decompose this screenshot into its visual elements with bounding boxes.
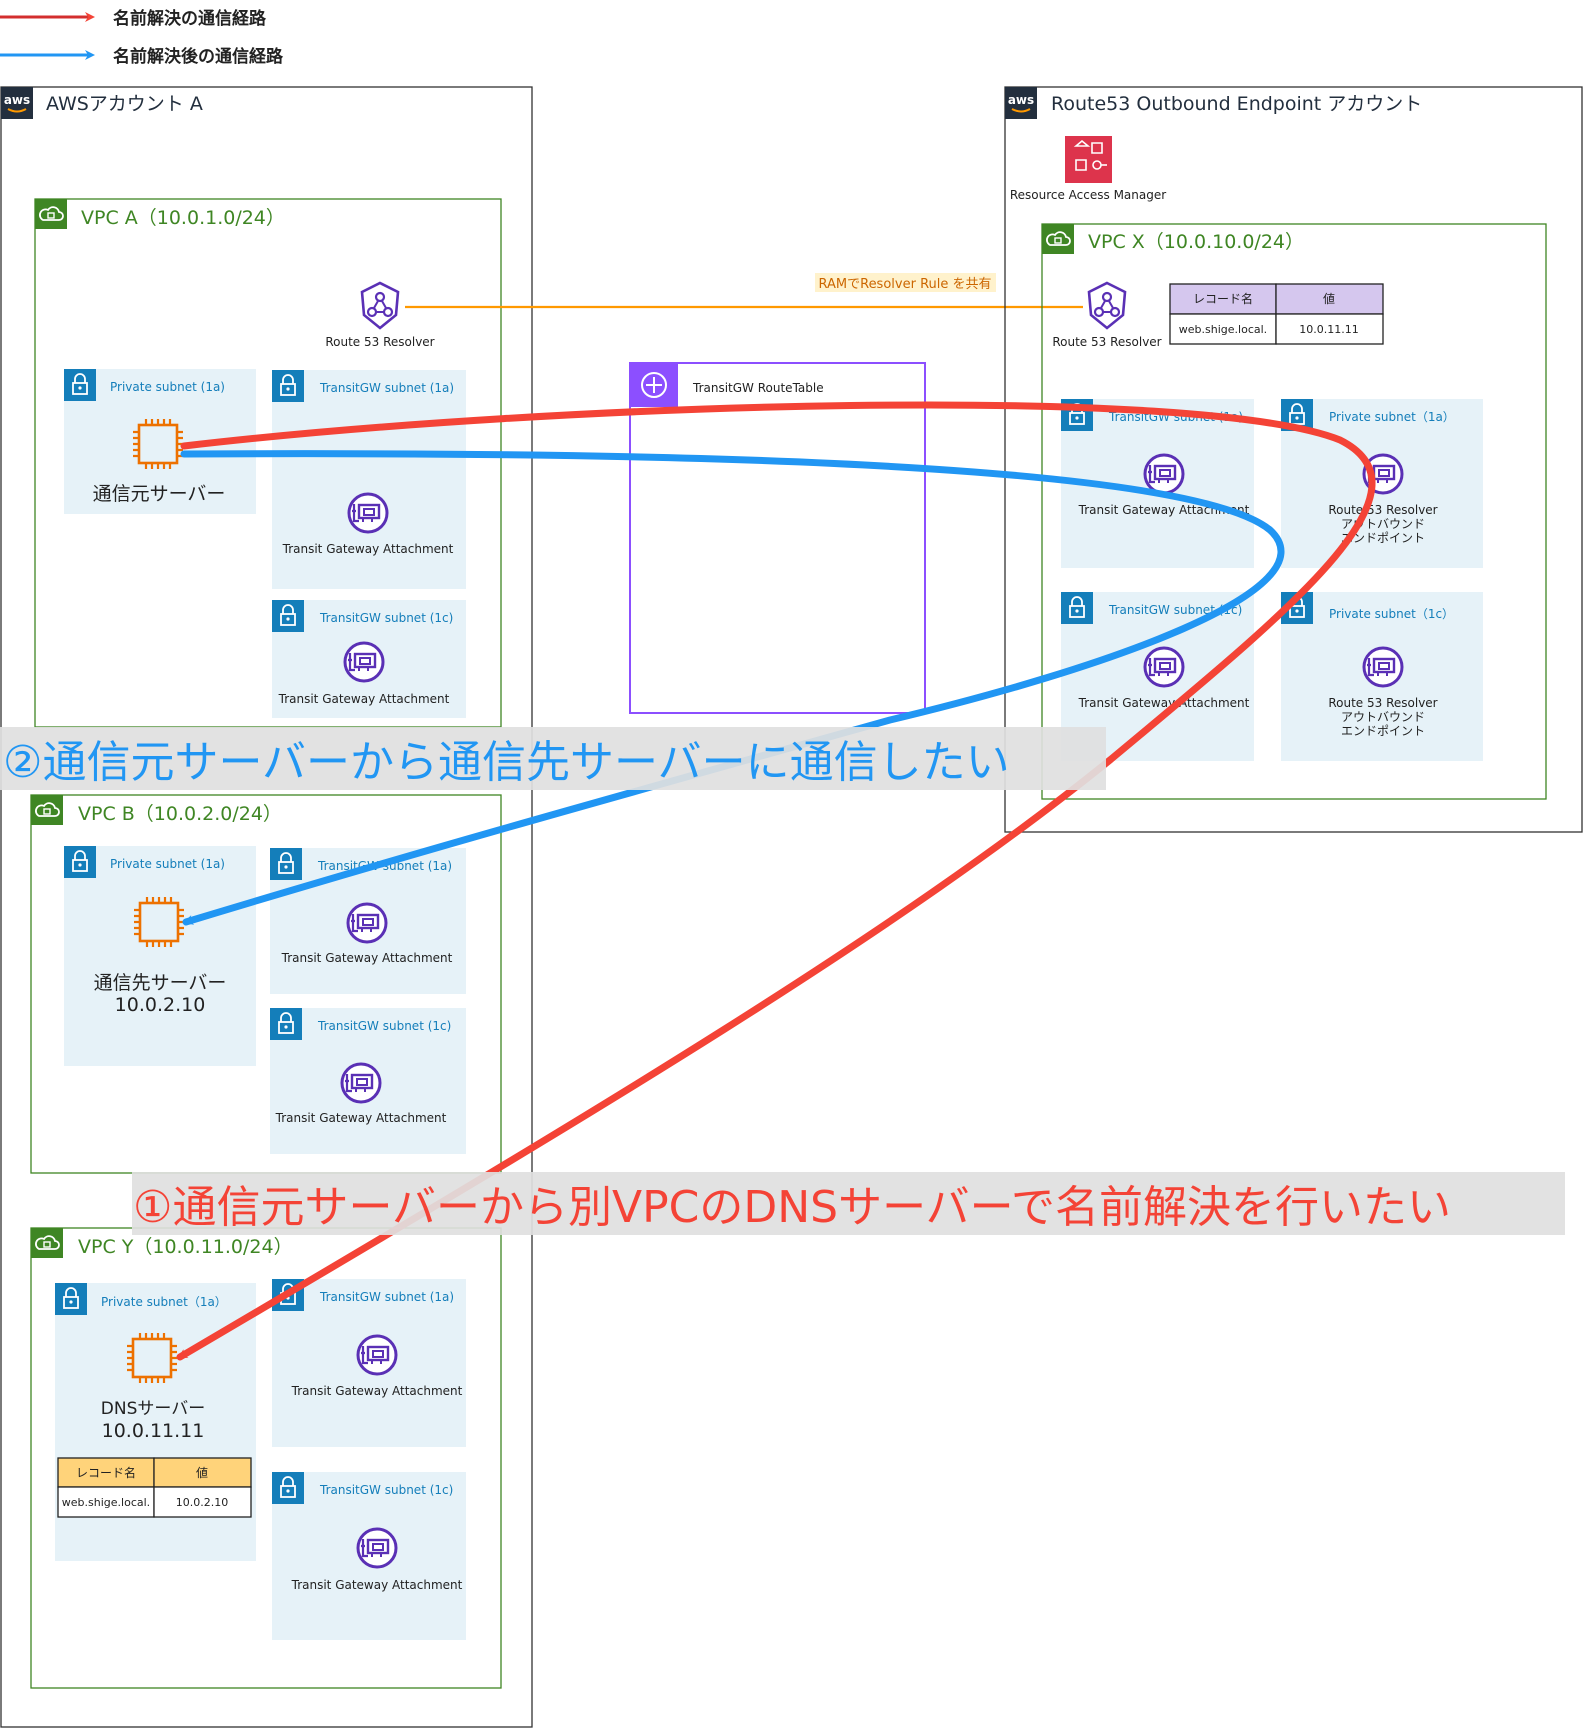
tgw-attachment-label: Transit Gateway Attachment xyxy=(281,951,453,965)
table-header-record: レコード名 xyxy=(76,1465,136,1480)
tgw-subnet-label: TransitGW subnet (1c) xyxy=(319,1483,453,1497)
private-subnet-b xyxy=(64,846,256,1066)
aws-logo-icon xyxy=(0,86,34,120)
private-subnet-label: Private subnet（1a） xyxy=(1329,410,1455,424)
transit-gateway-attachment-icon xyxy=(346,902,388,944)
transit-gateway-attachment-icon xyxy=(1143,646,1185,688)
tgw-attachment-label: Transit Gateway Attachment xyxy=(275,1111,447,1125)
transit-gateway-attachment-icon xyxy=(343,641,385,683)
caption-2-bg xyxy=(0,727,1106,790)
resolution-path xyxy=(176,401,1376,1361)
vpc-x-title: VPC X（10.0.10.0/24） xyxy=(1088,231,1304,253)
transit-gateway-attachment-icon xyxy=(347,492,389,534)
legend-label-after-resolution: 名前解決後の通信経路 xyxy=(113,46,284,67)
table-cell-value: 10.0.11.11 xyxy=(1299,323,1358,336)
endpoint-label-line2: アウトバウンド xyxy=(1341,710,1425,724)
resource-access-manager-icon xyxy=(1065,136,1112,183)
ram-share-label: RAMでResolver Rule を共有 xyxy=(819,277,992,292)
vpc-icon xyxy=(30,1227,64,1259)
route53-resolver-icon xyxy=(360,281,400,330)
destination-server-ip: 10.0.2.10 xyxy=(115,994,206,1016)
private-subnet-y-label: Private subnet（1a） xyxy=(101,1295,227,1309)
legend: 名前解決の通信経路 名前解決後の通信経路 xyxy=(0,8,284,67)
caption-2: ②通信元サーバーから通信先サーバーに通信したい xyxy=(3,737,1010,788)
dns-record-table: レコード名 値 web.shige.local. 10.0.2.10 xyxy=(57,1457,252,1518)
vpc-b-title: VPC B（10.0.2.0/24） xyxy=(78,803,282,825)
route53-resolver-icon xyxy=(1087,281,1127,330)
tgw-subnet-label: TransitGW subnet (1c) xyxy=(317,1019,451,1033)
vpc-icon xyxy=(30,794,64,826)
lock-icon xyxy=(271,1471,305,1505)
vpc-a: VPC A（10.0.1.0/24） Route 53 Resolver Pri… xyxy=(34,198,502,728)
table-header-value: 値 xyxy=(196,1465,208,1480)
endpoint-label-line3: エンドポイント xyxy=(1341,724,1425,738)
account-x: Route53 Outbound Endpoint アカウント Resource… xyxy=(1004,86,1583,833)
endpoint-label-line1: Route 53 Resolver xyxy=(1328,503,1437,517)
tgw-subnet-a-1a xyxy=(272,370,466,589)
table-cell-value: 10.0.2.10 xyxy=(176,1496,228,1509)
vpc-a-title: VPC A（10.0.1.0/24） xyxy=(81,207,285,229)
tgw-attachment-label: Transit Gateway Attachment xyxy=(1078,696,1250,710)
tgw-attachment-label: Transit Gateway Attachment xyxy=(291,1578,463,1592)
vpc-y-title: VPC Y（10.0.11.0/24） xyxy=(78,1236,293,1258)
tgw-attachment-label: Transit Gateway Attachment xyxy=(278,692,450,706)
private-subnet-a-label: Private subnet (1a) xyxy=(110,380,225,394)
transit-gateway-attachment-icon xyxy=(1143,453,1185,495)
vpc-icon xyxy=(1041,223,1075,255)
caption-1: ①通信元サーバーから別VPCのDNSサーバーで名前解決を行いたい xyxy=(133,1182,1451,1233)
tgw-attachment-label: Transit Gateway Attachment xyxy=(291,1384,463,1398)
private-subnet-b-label: Private subnet (1a) xyxy=(110,857,225,871)
table-header-record: レコード名 xyxy=(1193,291,1253,306)
lock-icon xyxy=(269,1007,303,1041)
lock-icon xyxy=(63,845,97,879)
dns-server-ip: 10.0.11.11 xyxy=(102,1420,205,1442)
vpc-x xyxy=(1041,223,1547,800)
tgw-subnet-label: TransitGW subnet (1a) xyxy=(319,381,454,395)
table-cell-record: web.shige.local. xyxy=(62,1496,150,1509)
outbound-endpoint-icon xyxy=(1362,646,1404,688)
aws-logo-icon xyxy=(1004,86,1038,120)
vpc-icon xyxy=(34,198,68,230)
account-x-title: Route53 Outbound Endpoint アカウント xyxy=(1051,93,1422,115)
tgw-subnet-label: TransitGW subnet (1a) xyxy=(319,1290,454,1304)
resolver-label: Route 53 Resolver xyxy=(325,335,434,349)
endpoint-label-line3: エンドポイント xyxy=(1341,531,1425,545)
tgw-attachment-label: Transit Gateway Attachment xyxy=(282,542,454,556)
lock-icon xyxy=(54,1282,88,1316)
account-a: AWSアカウント A xyxy=(0,86,533,1728)
tgw-route-table-label: TransitGW RouteTable xyxy=(692,381,824,395)
vpc-b: VPC B（10.0.2.0/24） Private subnet (1a) 通… xyxy=(30,794,502,1174)
transit-gateway-attachment-icon xyxy=(340,1062,382,1104)
endpoint-label-line1: Route 53 Resolver xyxy=(1328,696,1437,710)
lock-icon xyxy=(271,369,305,403)
transit-gateway-attachment-icon xyxy=(356,1334,398,1376)
caption-1-bg xyxy=(132,1172,1565,1235)
resolver-label: Route 53 Resolver xyxy=(1052,335,1161,349)
account-a-title: AWSアカウント A xyxy=(46,93,203,115)
destination-server-label: 通信先サーバー xyxy=(94,972,227,994)
ram-label: Resource Access Manager xyxy=(1010,188,1166,202)
lock-icon xyxy=(1060,591,1094,625)
lock-icon xyxy=(63,368,97,402)
private-subnet-label: Private subnet（1c） xyxy=(1329,607,1454,621)
forward-record-table: レコード名 値 web.shige.local. 10.0.11.11 xyxy=(1169,283,1384,345)
transit-gateway-attachment-icon xyxy=(356,1527,398,1569)
post-resolution-path xyxy=(180,450,1285,926)
vpc-y: VPC Y（10.0.11.0/24） Private subnet（1a） D… xyxy=(30,1227,502,1689)
source-server-label: 通信元サーバー xyxy=(93,483,226,505)
ram-share-label-bg xyxy=(815,273,996,292)
tgw-route-table: TransitGW RouteTable xyxy=(629,362,926,714)
lock-icon xyxy=(271,599,305,633)
legend-label-resolution: 名前解決の通信経路 xyxy=(113,8,267,29)
dns-server-label: DNSサーバー xyxy=(101,1399,205,1419)
table-header-value: 値 xyxy=(1323,291,1335,306)
tgw-subnet-label: TransitGW subnet (1c) xyxy=(319,611,453,625)
table-cell-record: web.shige.local. xyxy=(1179,323,1267,336)
lock-icon xyxy=(269,847,303,881)
